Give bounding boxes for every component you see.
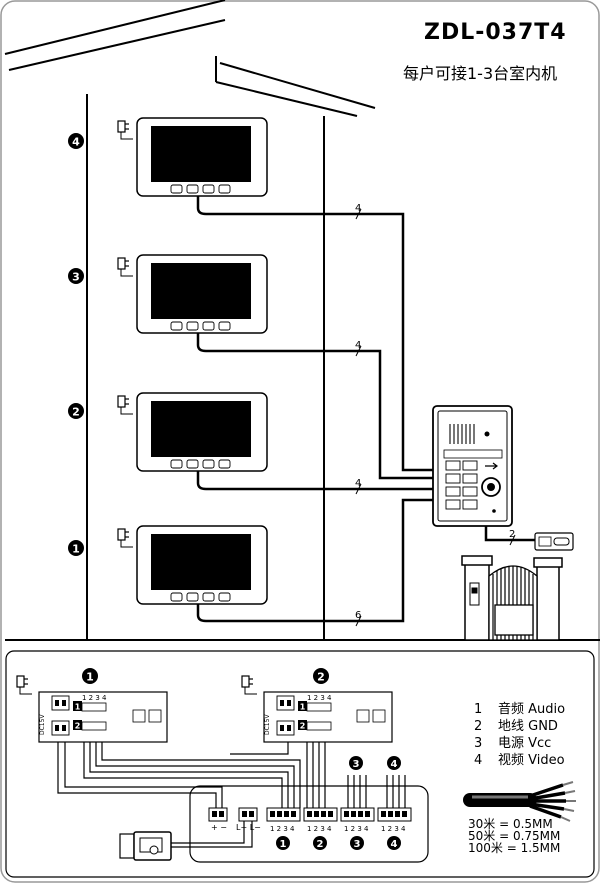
model-title: ZDL-037T4 — [424, 20, 567, 45]
camera-icon — [484, 431, 490, 437]
svg-text:2: 2 — [72, 406, 80, 419]
speaker-grille — [449, 424, 475, 444]
wire-count-label: 6 — [355, 610, 361, 621]
gate-illustration — [461, 555, 563, 641]
svg-text:DC15V: DC15V — [264, 714, 271, 735]
cable-spec: 30米 = 0.5MM — [468, 817, 553, 831]
call-button — [445, 473, 461, 484]
svg-text:4: 4 — [391, 839, 398, 850]
indoor-monitor-floor-4 — [136, 117, 268, 197]
indoor-monitor-floor-3 — [136, 254, 268, 334]
call-button — [445, 486, 461, 497]
svg-text:3: 3 — [353, 759, 360, 770]
svg-text:3: 3 — [354, 839, 361, 850]
floor-4-marker: 4 — [68, 133, 84, 149]
floor-2-marker: 2 — [68, 403, 84, 419]
indoor-unit-1-terminals: DC15V 1 2 1 2 3 4 1 — [16, 668, 168, 743]
svg-text:2: 2 — [317, 671, 325, 684]
svg-text:2: 2 — [300, 722, 306, 731]
model-subtitle: 每户可接1-3台室内机 — [403, 64, 558, 83]
svg-text:2: 2 — [75, 722, 81, 731]
svg-text:1 2 3 4: 1 2 3 4 — [82, 694, 107, 702]
call-button — [445, 460, 461, 471]
svg-text:1 2 3 4: 1 2 3 4 — [307, 694, 332, 702]
cable-spec: 100米 = 1.5MM — [468, 841, 561, 855]
svg-text:1 2 3 4: 1 2 3 4 — [270, 825, 295, 833]
power-adapter-icon — [117, 528, 134, 548]
svg-text:1: 1 — [72, 543, 80, 556]
svg-text:1 2 3 4: 1 2 3 4 — [307, 825, 332, 833]
svg-text:1 2 3 4: 1 2 3 4 — [381, 825, 406, 833]
svg-text:1 2 3 4: 1 2 3 4 — [344, 825, 369, 833]
cable-spec-list: 30米 = 0.5MM 50米 = 0.75MM 100米 = 1.5MM — [468, 818, 560, 854]
outdoor-door-station — [432, 405, 513, 527]
svg-text:1: 1 — [86, 671, 94, 684]
wire-ticks — [355, 208, 516, 627]
power-adapter-icon — [117, 395, 134, 415]
hub-marker-4: 4 — [387, 756, 401, 770]
wire-count-label: 4 — [355, 203, 361, 214]
wire-count-label: 4 — [355, 478, 361, 489]
indoor-monitor-floor-1 — [136, 525, 268, 605]
gate-lock-icon — [534, 532, 574, 551]
svg-text:L+ L−: L+ L− — [236, 823, 261, 832]
wiring-hub: + − L+ L− 1 2 3 4 1 2 3 4 1 2 3 4 1 2 3 … — [189, 785, 429, 863]
svg-text:DC15V: DC15V — [39, 714, 46, 735]
cable-spec: 50米 = 0.75MM — [468, 829, 561, 843]
power-adapter-icon — [117, 257, 134, 277]
call-button — [445, 499, 461, 510]
unit-wires — [57, 742, 406, 808]
svg-text:1: 1 — [75, 703, 81, 712]
bus-wires — [196, 196, 535, 623]
svg-text:4: 4 — [391, 759, 398, 770]
electric-lock-icon — [119, 821, 253, 861]
power-adapter-icon — [117, 120, 134, 140]
wiring-detail-panel — [5, 650, 595, 878]
wire-count-label: 4 — [355, 340, 361, 351]
svg-text:3: 3 — [72, 271, 80, 284]
svg-text:1: 1 — [300, 703, 306, 712]
hub-marker-3: 3 — [349, 756, 363, 770]
cable-illustration — [463, 781, 576, 822]
svg-text:1: 1 — [280, 839, 287, 850]
arrow-icon — [485, 462, 498, 470]
svg-text:4: 4 — [72, 136, 80, 149]
wire-count-label: 2 — [509, 529, 515, 540]
svg-text:+ −: + − — [211, 823, 227, 832]
indoor-monitor-floor-2 — [136, 392, 268, 472]
svg-text:2: 2 — [317, 839, 324, 850]
indoor-unit-2-terminals: DC15V 1 2 1 2 3 4 2 — [241, 668, 393, 743]
floor-1-marker: 1 — [68, 540, 84, 556]
floor-3-marker: 3 — [68, 268, 84, 284]
